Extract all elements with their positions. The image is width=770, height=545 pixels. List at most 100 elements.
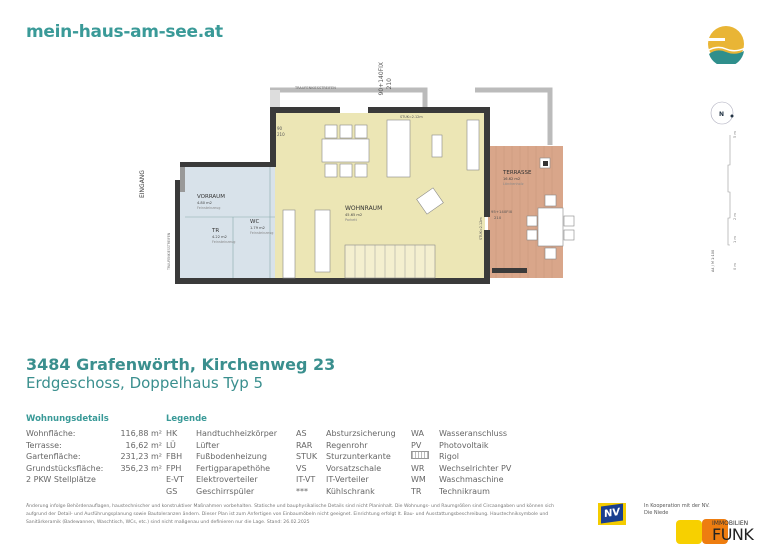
detail-value: 231,23 m² bbox=[120, 452, 162, 461]
legend-text: Fußbodenheizung bbox=[196, 452, 267, 461]
legend-abbr: STUK bbox=[296, 452, 318, 461]
north-label: N bbox=[719, 111, 724, 118]
door-top-width: 90+140FIX bbox=[378, 62, 385, 96]
scale-label: 5 m bbox=[733, 131, 737, 138]
room-floor-vorraum: Feinsteinzeug bbox=[197, 206, 220, 210]
room-name-wc: WC bbox=[250, 219, 259, 225]
legend-item: FPH Fertigparapethöhe bbox=[166, 463, 296, 475]
legend-item: ***Kühlschrank bbox=[296, 486, 411, 498]
legend-abbr: HK bbox=[166, 429, 178, 438]
funk-logo-orange bbox=[702, 519, 728, 544]
detail-row: Grundstücksfläche: 356,23 m² bbox=[26, 463, 162, 475]
cooperation-note: In Kooperation mit der NV. Die Niede bbox=[644, 503, 710, 517]
room-area-tr: 4.22 m2 bbox=[212, 235, 227, 239]
detail-label: Wohnfläche: bbox=[26, 429, 76, 438]
detail-value: 116,88 m² bbox=[120, 429, 162, 438]
room-name-living: WOHNRAUM bbox=[345, 205, 382, 212]
address-subtitle: Erdgeschoss, Doppelhaus Typ 5 bbox=[26, 374, 264, 392]
entrance-label: EINGANG bbox=[139, 170, 146, 198]
legend-abbr: FPH bbox=[166, 463, 182, 473]
rigol-icon bbox=[411, 451, 429, 459]
north-arrow-icon bbox=[710, 101, 734, 125]
legend-abbr bbox=[411, 451, 439, 463]
detail-label: 2 PKW Stellplätze bbox=[26, 475, 96, 484]
room-area-wc: 1.79 m2 bbox=[250, 226, 265, 230]
door-left-width: 90 bbox=[277, 126, 283, 131]
door-left-height: 210 bbox=[277, 132, 285, 137]
door-top-height: 210 bbox=[386, 78, 393, 90]
room-area-terrace: 16.62 m2 bbox=[503, 177, 520, 181]
room-area-living: 45.65 m2 bbox=[345, 213, 362, 217]
room-area-vorraum: 4.80 m2 bbox=[197, 201, 212, 205]
detail-row: 2 PKW Stellplätze bbox=[26, 474, 162, 486]
legend-abbr: LÜ bbox=[166, 440, 176, 450]
legend-abbr: GS bbox=[166, 486, 178, 496]
scale-label: 1 m bbox=[733, 236, 737, 243]
scale-label: 0 m bbox=[733, 263, 737, 270]
legend-text: Technikraum bbox=[439, 486, 490, 496]
scale-note: A4 / M 1:100 bbox=[711, 250, 715, 272]
legend-abbr: E-VT bbox=[166, 475, 184, 484]
legend-abbr: PV bbox=[411, 440, 422, 450]
legend-abbr: RAR bbox=[296, 440, 313, 450]
legend-abbr: WR bbox=[411, 463, 425, 473]
detail-label: Grundstücksfläche: bbox=[26, 463, 104, 473]
legend-text: IT-Verteiler bbox=[326, 475, 369, 484]
legend-item: WM Waschmaschine bbox=[411, 474, 521, 486]
room-name-vorraum: VORRAUM bbox=[197, 194, 225, 200]
site-name[interactable]: mein-haus-am-see.at bbox=[26, 22, 223, 42]
detail-label: Gartenfläche: bbox=[26, 452, 81, 461]
cooperation-text: In Kooperation mit der NV. bbox=[644, 503, 710, 509]
legend-abbr: WM bbox=[411, 475, 426, 484]
funk-logo-small: IMMOBILIEN bbox=[712, 520, 749, 527]
legend-text: Waschmaschine bbox=[439, 475, 504, 484]
brand-logo bbox=[705, 26, 746, 64]
legend-text: Handtuchheizkörper bbox=[196, 429, 277, 438]
door-terrace-width: 95+140FIX bbox=[491, 209, 513, 214]
legend-text: Elektroverteiler bbox=[196, 475, 258, 484]
disclaimer: Änderung infolge Behördenauflagen, haust… bbox=[26, 504, 554, 525]
funk-logo-text: FUNK bbox=[712, 525, 754, 544]
door-terrace-height: 210 bbox=[494, 215, 502, 220]
legend-item: E-VT Elektroverteiler bbox=[166, 474, 296, 486]
room-floor-living: Parkett bbox=[345, 218, 358, 222]
room-name-terrace: TERRASSE bbox=[502, 170, 532, 176]
funk-logo-yellow bbox=[676, 520, 702, 544]
legend-text: Kühlschrank bbox=[326, 486, 375, 496]
room-name-tr: TR bbox=[211, 228, 219, 234]
nv-logo-text: NV bbox=[601, 503, 623, 524]
detail-label: Terrasse: bbox=[26, 440, 62, 450]
stuk-right: STUK=2.12m bbox=[479, 217, 483, 240]
gravel-strip-label: TRAUFENKIESSTREIFEN bbox=[167, 232, 171, 271]
detail-value: 356,23 m² bbox=[120, 463, 162, 473]
legend-text: Fertigparapethöhe bbox=[196, 463, 271, 473]
stuk-top: STUK=2.12m bbox=[400, 115, 423, 119]
scale-label: 2 m bbox=[733, 213, 737, 220]
legend-abbr: TR bbox=[411, 486, 422, 496]
legend-heading: Legende bbox=[166, 414, 207, 424]
legend-abbr: FBH bbox=[166, 452, 183, 461]
legend-item: FBH Fußbodenheizung bbox=[166, 451, 296, 463]
room-floor-terrace: Lärchenholz bbox=[503, 182, 524, 186]
details-heading: Wohnungsdetails bbox=[26, 414, 109, 424]
detail-value: 16,62 m² bbox=[125, 440, 162, 450]
legend-text: Rigol bbox=[439, 452, 459, 461]
legend-text: Vorsatzschale bbox=[326, 463, 382, 473]
room-floor-wc: Feinsteinzeug bbox=[250, 231, 273, 235]
cooperation-text-2: Die Niede bbox=[644, 510, 669, 516]
legend-abbr: AS bbox=[296, 429, 307, 438]
floor-plan: TRAUFENKIESSTREIFEN WOHNRAUM bbox=[139, 86, 737, 284]
legend-abbr: WA bbox=[411, 429, 424, 438]
